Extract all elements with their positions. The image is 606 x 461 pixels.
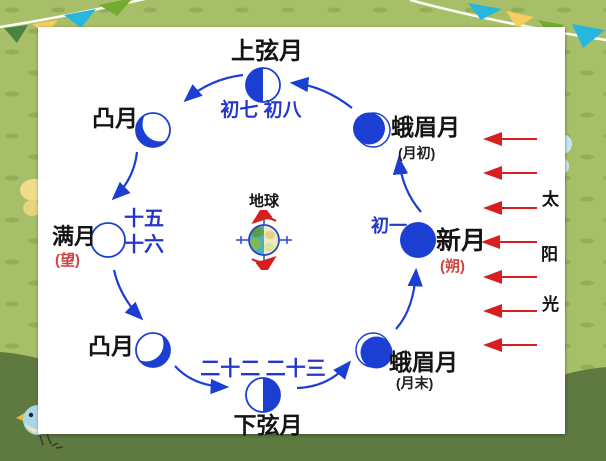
note-shuo: (朔) [440, 258, 465, 275]
orbit-arrow [392, 155, 422, 213]
label-waning-crescent: 蛾眉月 [389, 349, 458, 375]
note-month-start: (月初) [398, 145, 436, 161]
date-fifteenth: 十五 [124, 208, 164, 230]
moon-waning-gibbous-icon [135, 332, 171, 368]
label-first-quarter: 上弦月 [231, 38, 303, 65]
label-new-moon: 新月 [436, 227, 487, 255]
note-wang: (望) [55, 252, 80, 269]
sunlight-char-yang: 阳 [541, 245, 558, 264]
date-first-day: 初一 [371, 216, 407, 236]
bunting-left [0, 0, 146, 43]
orbit-arrow [289, 76, 353, 109]
orbit-arrow [296, 360, 352, 390]
flag-dark-green-icon [4, 25, 28, 43]
flag-cyan-icon [572, 24, 605, 48]
moon-new-icon [400, 222, 436, 258]
arrows-overlay [111, 73, 537, 395]
orbit-arrow [395, 267, 423, 330]
diagram-panel: 上弦月 初七 初八 凸月 蛾眉月 (月初) 满月 (望) 十五 十六 地球 初一… [38, 27, 565, 438]
moon-waxing-gibbous-icon [135, 112, 171, 148]
moon-first-quarter-icon [245, 67, 281, 103]
flag-cyan-icon [468, 3, 502, 20]
dates-first-quarter: 初七 初八 [220, 100, 302, 121]
moon-full-icon [90, 222, 126, 258]
flag-cyan-icon [64, 9, 96, 28]
label-earth: 地球 [248, 193, 279, 210]
bunting-right [409, 0, 606, 48]
flag-green-icon [99, 0, 132, 16]
flag-yellow-icon [506, 11, 534, 28]
earth-icon [236, 210, 292, 270]
label-waxing-crescent: 蛾眉月 [391, 114, 460, 140]
label-full-moon: 满月 [52, 224, 97, 249]
label-waning-gibbous: 凸月 [88, 333, 134, 359]
date-sixteenth: 十六 [124, 234, 164, 256]
orbit-arrow [174, 365, 230, 395]
note-month-end: (月末) [396, 375, 434, 391]
label-waxing-gibbous: 凸月 [92, 105, 138, 131]
sunlight-char-guang: 光 [542, 295, 559, 314]
orbit-arrow [111, 151, 139, 201]
orbit-arrow [112, 269, 144, 321]
dates-last-quarter: 二十二 二十三 [200, 358, 326, 380]
label-last-quarter: 下弦月 [233, 412, 303, 438]
moon-waxing-crescent-icon [353, 112, 391, 148]
sunlight-char-tai: 太 [542, 190, 559, 209]
orbit-arrow [183, 73, 244, 103]
moon-waning-crescent-icon [355, 332, 393, 369]
moon-last-quarter-icon [245, 377, 281, 413]
